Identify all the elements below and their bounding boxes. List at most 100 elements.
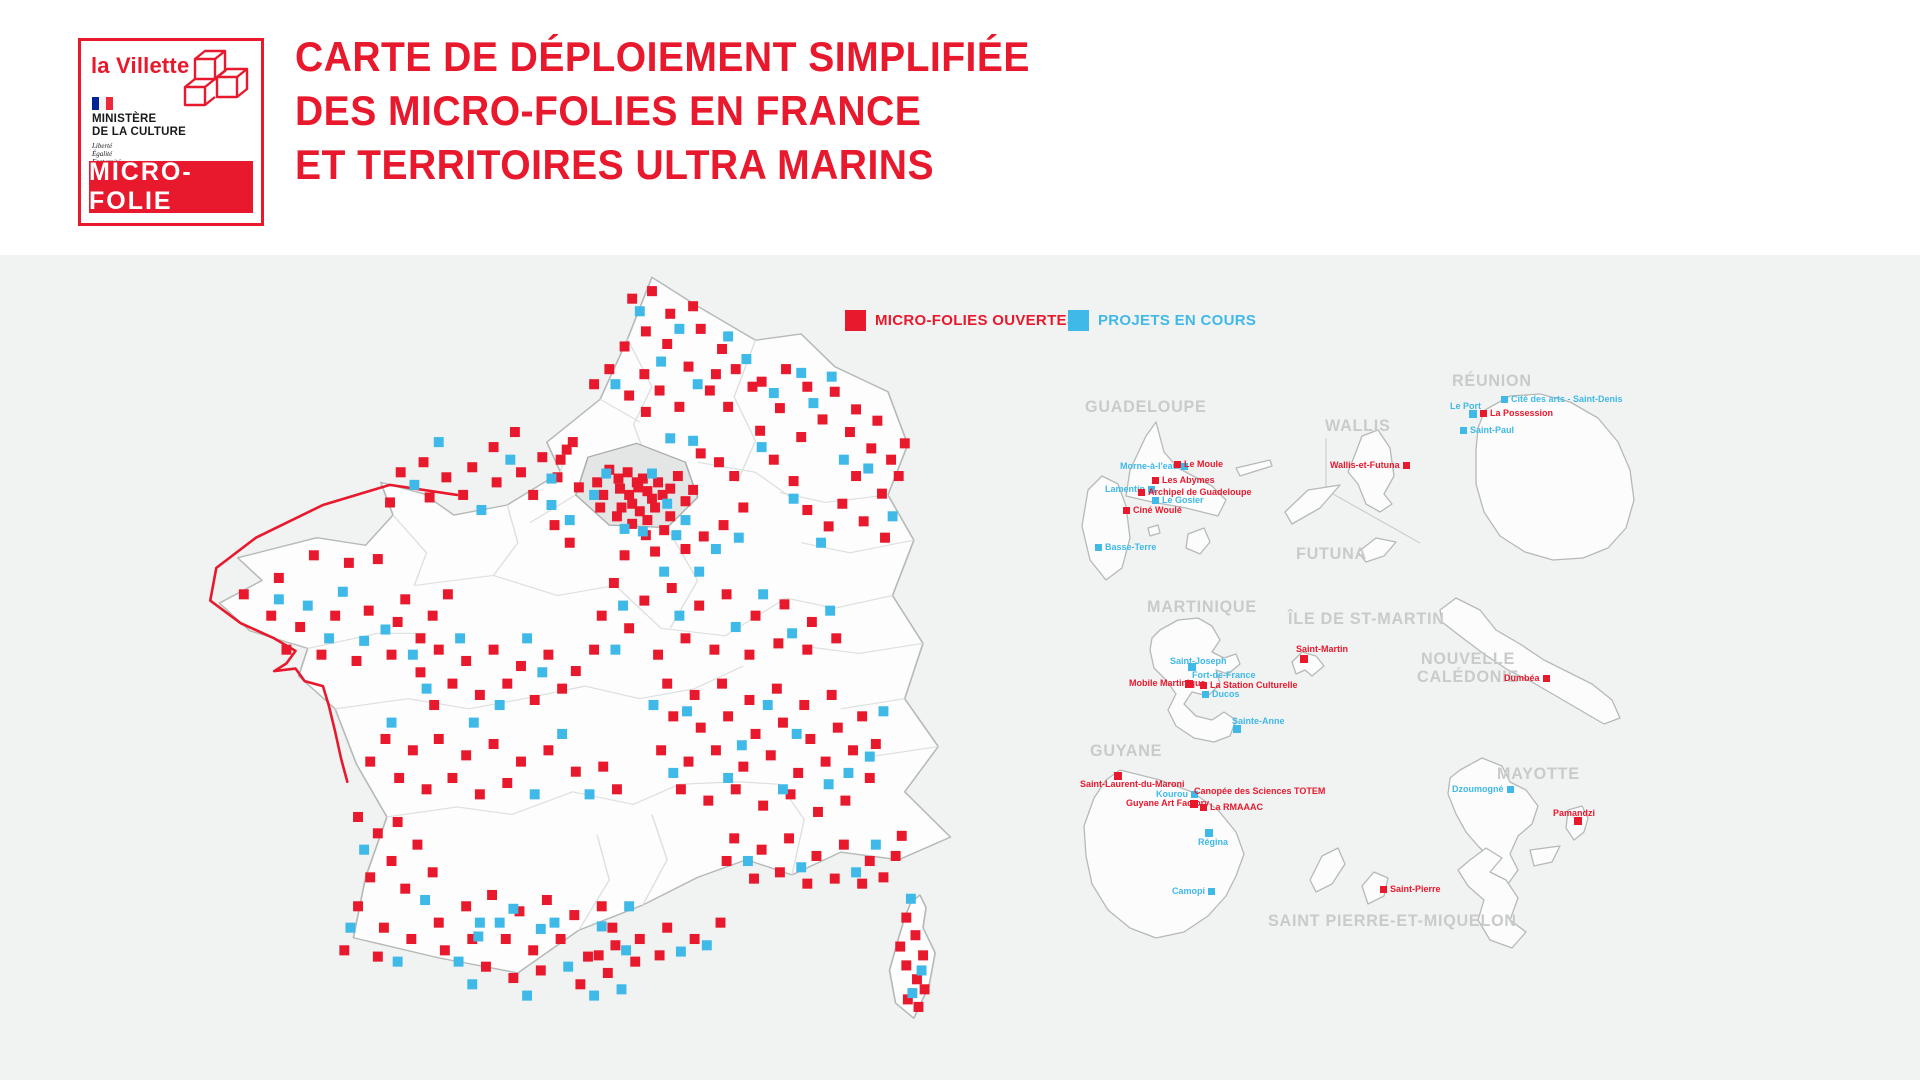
- marker-project: [659, 566, 670, 577]
- marker-open: [796, 432, 807, 443]
- marker-open: [602, 967, 613, 978]
- reunion-outline: [1475, 393, 1635, 561]
- marker-open: [793, 767, 804, 778]
- marker-project: [468, 717, 479, 728]
- marker-open: [488, 644, 499, 655]
- marker-open: [607, 922, 618, 933]
- legend-project-square-icon: [1068, 310, 1089, 331]
- french-flag-icon: [92, 97, 113, 110]
- marker-open: [575, 979, 586, 990]
- marker-open: [832, 722, 843, 733]
- france-outline: [218, 276, 952, 974]
- marker-open: [738, 502, 749, 513]
- marker-open: [694, 600, 705, 611]
- marker-open: [811, 850, 822, 862]
- marker-open: [461, 901, 472, 912]
- marker-project: [723, 331, 734, 342]
- marker-open: [353, 901, 363, 912]
- ministry-label: MINISTÈRE DE LA CULTURE: [92, 113, 186, 138]
- marker-open: [710, 745, 721, 756]
- marker-open: [647, 286, 657, 297]
- marker-open: [755, 425, 766, 436]
- marker-open: [805, 733, 816, 745]
- marker-project: [302, 600, 313, 611]
- desirade-outline: [1235, 459, 1273, 477]
- marker-open: [851, 404, 862, 415]
- marker-project: [864, 751, 875, 762]
- marker-project: [508, 903, 519, 914]
- marker-project: [392, 956, 403, 967]
- marker-open: [744, 649, 755, 660]
- marker-open: [427, 867, 438, 878]
- marker-open: [672, 471, 683, 482]
- marker-open: [802, 878, 813, 889]
- marker-open: [613, 473, 624, 484]
- futuna-outline: [1284, 484, 1341, 525]
- marker-project: [887, 511, 898, 522]
- marker-open: [703, 795, 714, 806]
- marker-project: [596, 921, 607, 932]
- marker-project: [610, 644, 621, 655]
- marker-project: [549, 917, 560, 928]
- marker-open: [281, 644, 292, 655]
- marker-open: [640, 326, 651, 337]
- marker-project: [692, 379, 703, 390]
- marker-open: [353, 811, 363, 823]
- marker-project: [505, 454, 516, 465]
- marker-open: [893, 471, 904, 482]
- lavillette-brand: la Villette: [91, 53, 190, 78]
- marker-project: [843, 767, 854, 778]
- marker-open: [896, 830, 907, 841]
- marker-open: [447, 772, 458, 784]
- marker-open: [343, 557, 354, 568]
- marker-open: [902, 994, 913, 1005]
- marker-project: [546, 473, 557, 484]
- marker-project: [668, 767, 679, 778]
- marker-open: [627, 293, 638, 304]
- marker-open: [829, 873, 840, 884]
- marker-open: [848, 745, 858, 756]
- marker-open: [910, 930, 921, 941]
- marker-open: [802, 381, 813, 392]
- marker-open: [395, 467, 406, 478]
- marker-open: [622, 467, 633, 478]
- marker-open: [674, 401, 685, 412]
- marker-open: [729, 833, 740, 844]
- marker-open: [730, 784, 741, 795]
- marker-open: [386, 855, 397, 867]
- marker-project: [647, 468, 657, 479]
- marker-project: [674, 323, 685, 334]
- marker-open: [598, 489, 609, 500]
- marker-project: [537, 667, 548, 678]
- marker-open: [890, 850, 901, 862]
- marker-open: [817, 414, 828, 425]
- marker-open: [721, 855, 732, 867]
- marker-open: [778, 717, 788, 728]
- marker-open: [441, 472, 452, 483]
- marker-open: [688, 301, 699, 312]
- marker-open: [567, 437, 578, 448]
- marker-open: [589, 379, 600, 390]
- marker-project: [756, 442, 767, 453]
- marker-project: [535, 923, 546, 934]
- marker-open: [627, 518, 638, 529]
- marker-open: [899, 438, 910, 449]
- marker-open: [774, 403, 785, 414]
- marker-open: [845, 426, 855, 438]
- marker-open: [901, 960, 912, 971]
- marker-open: [608, 577, 619, 589]
- marker-open: [339, 945, 350, 956]
- marker-open: [365, 756, 376, 767]
- marker-project: [863, 463, 874, 474]
- marker-open: [543, 649, 554, 660]
- marker-open: [756, 844, 767, 855]
- marker-open: [447, 678, 458, 689]
- marker-open: [650, 546, 660, 557]
- marker-open: [749, 873, 759, 884]
- marker-open: [481, 961, 491, 972]
- marker-open: [474, 789, 485, 800]
- marker-open: [639, 595, 650, 606]
- marker-open: [467, 933, 478, 945]
- marker-project: [529, 789, 540, 800]
- mobile-route-line: [210, 485, 457, 782]
